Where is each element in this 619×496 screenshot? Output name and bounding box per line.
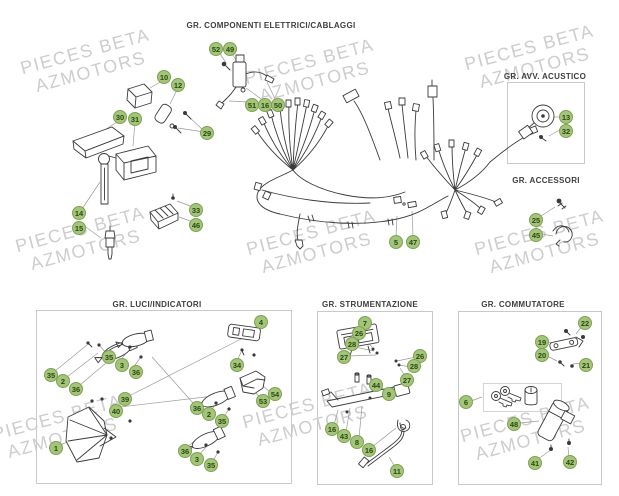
luci-fasteners-drawing — [86, 341, 256, 454]
strumentazione-box — [317, 311, 433, 485]
part-callout-9: 9 — [382, 387, 396, 401]
indicator-rear-right-drawing — [194, 385, 236, 410]
part-callout-22: 22 — [578, 316, 592, 330]
regulator-drawing — [126, 83, 153, 109]
part-callout-2: 2 — [56, 374, 70, 388]
part-callout-35: 35 — [204, 458, 218, 472]
part-callout-21: 21 — [579, 358, 593, 372]
part-callout-28: 28 — [345, 337, 359, 351]
part-callout-34: 34 — [230, 358, 244, 372]
part-callout-16: 16 — [258, 98, 272, 112]
part-callout-5: 5 — [389, 235, 403, 249]
commutatore-title: GR. COMMUTATORE — [481, 300, 565, 309]
part-callout-20: 20 — [535, 348, 549, 362]
part-callout-52: 52 — [209, 42, 223, 56]
luci-title: GR. LUCI/INDICATORI — [112, 300, 202, 309]
part-callout-26: 26 — [352, 326, 366, 340]
ecu-drawing — [72, 126, 125, 159]
part-callout-31: 31 — [128, 112, 142, 126]
part-callout-51: 51 — [245, 98, 259, 112]
indicator-front-right-drawing — [115, 329, 154, 348]
part-callout-35: 35 — [102, 350, 116, 364]
accessory-parts-drawing — [552, 198, 573, 247]
commutator-lever-drawing — [549, 329, 585, 368]
part-callout-3: 3 — [190, 452, 204, 466]
strumentazione-title: GR. STRUMENTAZIONE — [322, 300, 418, 309]
cdi-drawing — [115, 145, 157, 181]
part-callout-43: 43 — [337, 429, 351, 443]
part-callout-19: 19 — [535, 335, 549, 349]
accessori-title: GR. ACCESSORI — [512, 176, 580, 185]
part-callout-36: 36 — [129, 365, 143, 379]
part-callout-39: 39 — [118, 392, 132, 406]
indicator-bracket-drawing — [239, 370, 266, 395]
part-callout-41: 41 — [528, 456, 542, 470]
speedo-cable-drawing — [358, 424, 406, 469]
part-callout-28: 28 — [407, 359, 421, 373]
ignition-coil-drawing — [98, 153, 117, 205]
part-callout-15: 15 — [72, 221, 86, 235]
headlight-drawing — [65, 406, 117, 463]
part-callout-32: 32 — [559, 124, 573, 138]
part-callout-8: 8 — [350, 435, 364, 449]
part-callout-45: 45 — [529, 228, 543, 242]
part-callout-13: 13 — [559, 110, 573, 124]
part-callout-50: 50 — [271, 98, 285, 112]
screws-29-drawing — [173, 111, 192, 134]
part-callout-25: 25 — [529, 213, 543, 227]
part-callout-10: 10 — [157, 70, 171, 84]
part-callout-3: 3 — [115, 358, 129, 372]
part-callout-36: 36 — [178, 444, 192, 458]
keys-lock-drawing — [491, 386, 538, 408]
part-callout-44: 44 — [369, 378, 383, 392]
part-callout-47: 47 — [406, 235, 420, 249]
part-callout-54: 54 — [268, 387, 282, 401]
part-callout-30: 30 — [113, 110, 127, 124]
part-callout-2: 2 — [202, 407, 216, 421]
avv-acustico-box — [507, 82, 585, 164]
keys-inner-box — [483, 383, 562, 412]
dashboard-bracket-drawing — [321, 372, 411, 432]
part-callout-36: 36 — [69, 382, 83, 396]
part-callout-35: 35 — [215, 414, 229, 428]
part-callout-48: 48 — [507, 417, 521, 431]
horn-drawing — [518, 104, 555, 142]
part-callout-6: 6 — [459, 395, 473, 409]
part-callout-16: 16 — [362, 443, 376, 457]
part-callout-29: 29 — [200, 126, 214, 140]
part-callout-46: 46 — [189, 218, 203, 232]
part-callout-27: 27 — [337, 350, 351, 364]
part-callout-53: 53 — [256, 394, 270, 408]
part-callout-4: 4 — [254, 315, 268, 329]
part-callout-27: 27 — [400, 373, 414, 387]
tail-lamp-drawing — [227, 323, 261, 342]
ignition-switch-drawing — [537, 399, 576, 451]
page-title: GR. COMPONENTI ELETTRICI/CABLAGGI — [186, 21, 356, 30]
part-callout-42: 42 — [563, 455, 577, 469]
part-callout-11: 11 — [390, 464, 404, 478]
part-callout-16: 16 — [325, 422, 339, 436]
commutatore-box — [458, 311, 602, 485]
part-callout-40: 40 — [109, 404, 123, 418]
part-callout-49: 49 — [223, 42, 237, 56]
luci-box — [36, 310, 292, 484]
relay-drawing — [149, 193, 179, 230]
part-callout-14: 14 — [72, 206, 86, 220]
part-callout-33: 33 — [189, 203, 203, 217]
avv-acustico-title: GR. AVV. ACUSTICO — [503, 72, 587, 81]
part-callout-1: 1 — [49, 441, 63, 455]
solenoid-valve-drawing — [215, 54, 275, 110]
part-callout-12: 12 — [171, 78, 185, 92]
spark-plug-drawing — [104, 225, 116, 260]
